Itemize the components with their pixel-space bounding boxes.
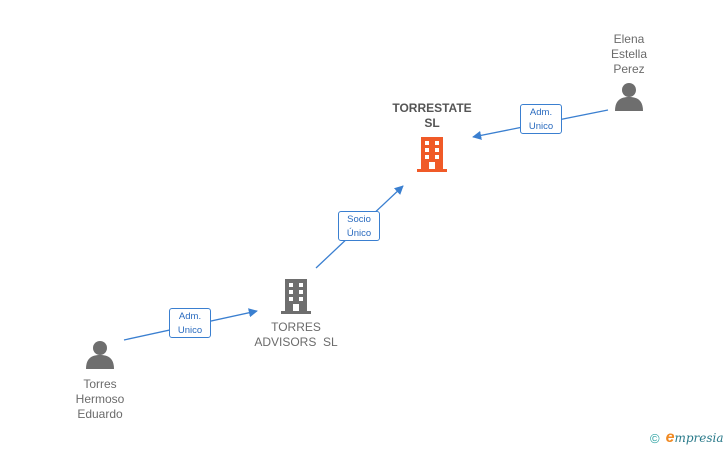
brand-logo-initial: e <box>665 429 675 446</box>
person-icon <box>615 83 643 111</box>
node-company-torres-advisors[interactable]: TORRES ADVISORS SL <box>246 278 346 350</box>
building-icon <box>281 279 311 314</box>
edge-label-elena-torrestate: Adm. Unico <box>520 104 562 134</box>
building-icon <box>417 137 447 172</box>
brand-logo-text: mpresia <box>674 431 724 445</box>
node-person-torres-eduardo[interactable]: Torres Hermoso Eduardo <box>60 339 140 422</box>
footer-brand: © e mpresia <box>650 428 724 448</box>
node-label: Torres Hermoso Eduardo <box>75 377 125 421</box>
node-label: TORRES ADVISORS SL <box>254 320 338 349</box>
node-label: TORRESTATE SL <box>392 101 472 130</box>
node-label: Elena Estella Perez <box>610 32 648 76</box>
person-icon <box>86 341 114 369</box>
copyright-icon: © <box>650 430 660 446</box>
edge-label-advisors-torrestate: Socio Único <box>338 211 380 241</box>
node-company-torrestate[interactable]: TORRESTATE SL <box>384 101 480 176</box>
edge-label-eduardo-advisors: Adm. Unico <box>169 308 211 338</box>
node-person-elena[interactable]: Elena Estella Perez <box>590 32 668 115</box>
